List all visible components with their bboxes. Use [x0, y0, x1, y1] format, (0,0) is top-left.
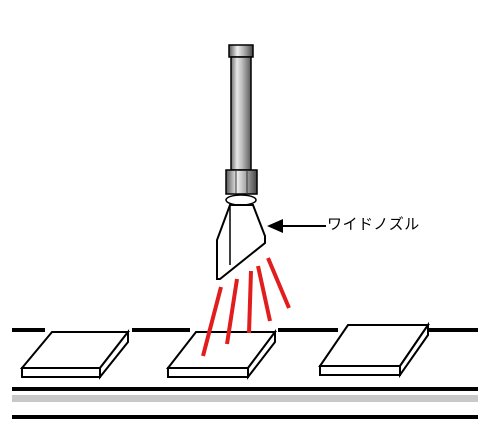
- callout-arrow: [267, 219, 326, 233]
- spray-stream-1: [201, 286, 223, 357]
- conveyor-belt: [12, 387, 478, 419]
- workpiece-3: [318, 321, 430, 379]
- spray-stream-3: [247, 270, 253, 334]
- wide-nozzle: [216, 44, 266, 280]
- spray-stream-4: [256, 265, 272, 322]
- spray-streams: [201, 257, 291, 357]
- nozzle-callout-label: ワイドノズル: [327, 215, 420, 233]
- spray-stream-5: [266, 257, 291, 309]
- workpiece-2: [165, 329, 277, 380]
- workpiece-1: [19, 329, 131, 380]
- spray-stream-2: [225, 278, 239, 345]
